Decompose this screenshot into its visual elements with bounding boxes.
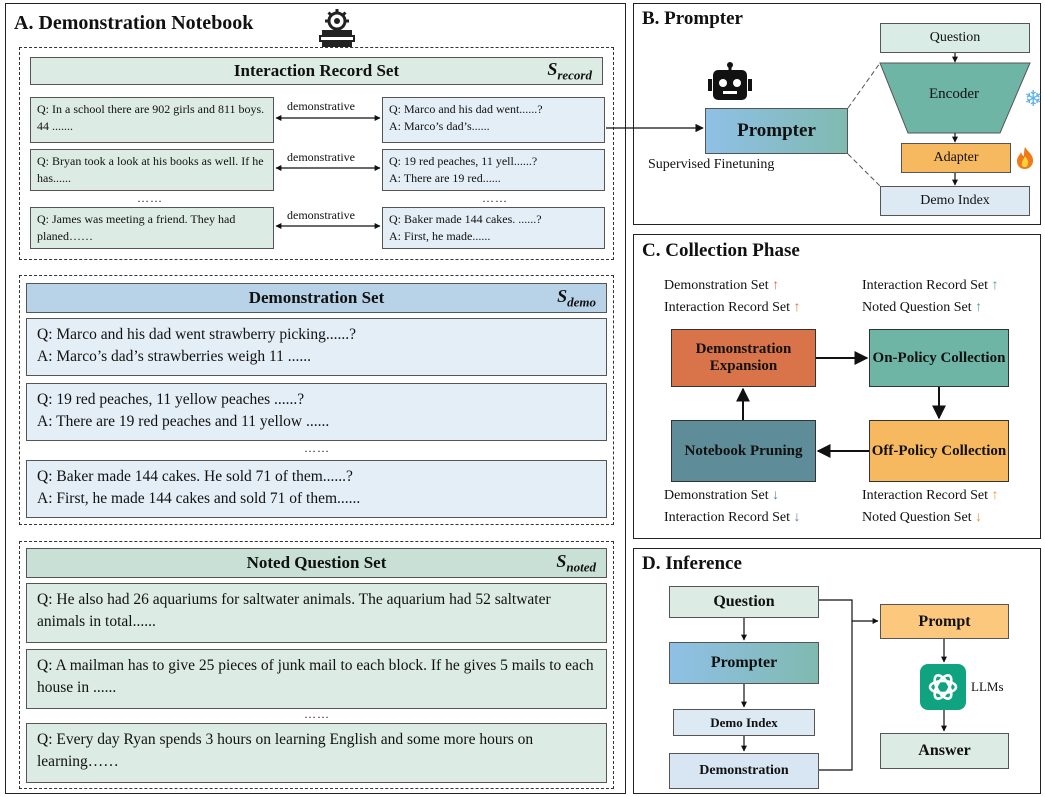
record-right-1: Q: Marco and his dad went......? A: Marc… <box>382 97 605 143</box>
demo-index-box-b: Demo Index <box>880 186 1030 216</box>
tl-annotation: Demonstration Set ↑ Interaction Record S… <box>664 278 801 315</box>
arrow-up-icon: ↑ <box>991 278 999 293</box>
noted-question-group <box>19 541 614 789</box>
answer-box: Answer <box>880 733 1009 769</box>
record-dots-left: …… <box>137 191 163 205</box>
demonstration-set-title: Demonstration Set <box>248 288 385 307</box>
arrow-up-icon: ↑ <box>975 300 983 315</box>
demo-symbol: Sdemo <box>557 285 596 310</box>
demonstration-expansion-box: Demonstration Expansion <box>671 329 816 387</box>
record-dots-right: …… <box>482 191 508 205</box>
record-left-1: Q: In a school there are 902 girls and 8… <box>30 97 274 143</box>
demonstrative-label-2: demonstrative <box>287 150 355 164</box>
fire-icon <box>1014 146 1036 170</box>
robot-icon <box>708 62 752 104</box>
noted-item-3: Q: Every day Ryan spends 3 hours on lear… <box>26 723 607 783</box>
arrow-down-icon: ↓ <box>772 488 780 503</box>
interaction-record-group <box>19 47 614 260</box>
question-box-d: Question <box>669 586 819 618</box>
noted-symbol: Snoted <box>556 550 596 575</box>
prompter-box: Prompter <box>705 108 848 154</box>
demonstrative-label-3: demonstrative <box>287 208 355 222</box>
bl-annotation: Demonstration Set ↓ Interaction Record S… <box>664 488 801 525</box>
noted-item-1: Q: He also had 26 aquariums for saltwate… <box>26 583 607 643</box>
panel-demonstration-notebook <box>5 3 626 794</box>
noted-dots: …… <box>304 707 330 721</box>
demo-item-2: Q: 19 red peaches, 11 yellow peaches ...… <box>26 383 607 441</box>
record-left-2: Q: Bryan took a look at his books as wel… <box>30 149 274 191</box>
demo-dots: …… <box>304 441 330 455</box>
record-symbol: Srecord <box>547 58 592 83</box>
prompt-box: Prompt <box>880 604 1009 639</box>
llms-label: LLMs <box>971 679 1004 694</box>
tr-annotation: Interaction Record Set ↑ Noted Question … <box>862 278 999 315</box>
noted-question-header: Noted Question Set Snoted <box>26 548 607 578</box>
demonstrative-label-1: demonstrative <box>287 99 355 113</box>
arrow-down-icon: ↓ <box>793 510 801 525</box>
prompter-box-d: Prompter <box>669 642 819 684</box>
demonstration-box-d: Demonstration <box>669 753 819 789</box>
record-right-2: Q: 19 red peaches, 11 yell......? A: The… <box>382 149 605 191</box>
encoder-label: Encoder <box>929 86 979 102</box>
record-left-3: Q: James was meeting a friend. They had … <box>30 207 274 249</box>
arrow-down-icon: ↓ <box>975 510 983 525</box>
demo-item-1: Q: Marco and his dad went strawberry pic… <box>26 318 607 376</box>
panel-prompter <box>633 3 1041 225</box>
on-policy-collection-box: On-Policy Collection <box>869 329 1009 387</box>
sft-label: Supervised Finetuning <box>648 157 775 172</box>
record-right-3: Q: Baker made 144 cakes. ......? A: Firs… <box>382 207 605 249</box>
panel-inference <box>633 548 1041 794</box>
panel-a-title: A. Demonstration Notebook <box>14 12 254 34</box>
arrow-up-icon: ↑ <box>793 300 801 315</box>
interaction-record-title: Interaction Record Set <box>233 61 400 80</box>
off-policy-collection-box: Off-Policy Collection <box>869 420 1009 482</box>
demonstration-set-header: Demonstration Set Sdemo <box>26 283 607 313</box>
panel-c-title: C. Collection Phase <box>642 240 800 261</box>
notebook-gear-icon <box>316 8 358 48</box>
interaction-record-header: Interaction Record Set Srecord <box>30 57 603 85</box>
br-annotation: Interaction Record Set ↑ Noted Question … <box>862 488 999 525</box>
noted-question-title: Noted Question Set <box>246 553 387 572</box>
demo-item-3: Q: Baker made 144 cakes. He sold 71 of t… <box>26 460 607 518</box>
notebook-pruning-box: Notebook Pruning <box>671 420 816 482</box>
demo-index-box-d: Demo Index <box>673 709 815 736</box>
adapter-box: Adapter <box>901 143 1011 173</box>
arrow-up-icon: ↑ <box>772 278 780 293</box>
question-box-b: Question <box>880 23 1030 53</box>
panel-collection-phase <box>633 234 1041 539</box>
demonstration-set-group <box>19 275 614 525</box>
panel-b-title: B. Prompter <box>642 8 743 29</box>
snowflake-icon: ❄ <box>1024 86 1043 111</box>
noted-item-2: Q: A mailman has to give 25 pieces of ju… <box>26 649 607 709</box>
arrow-up-icon: ↑ <box>991 488 999 503</box>
chatgpt-logo-icon <box>920 664 966 710</box>
panel-d-title: D. Inference <box>642 553 742 574</box>
